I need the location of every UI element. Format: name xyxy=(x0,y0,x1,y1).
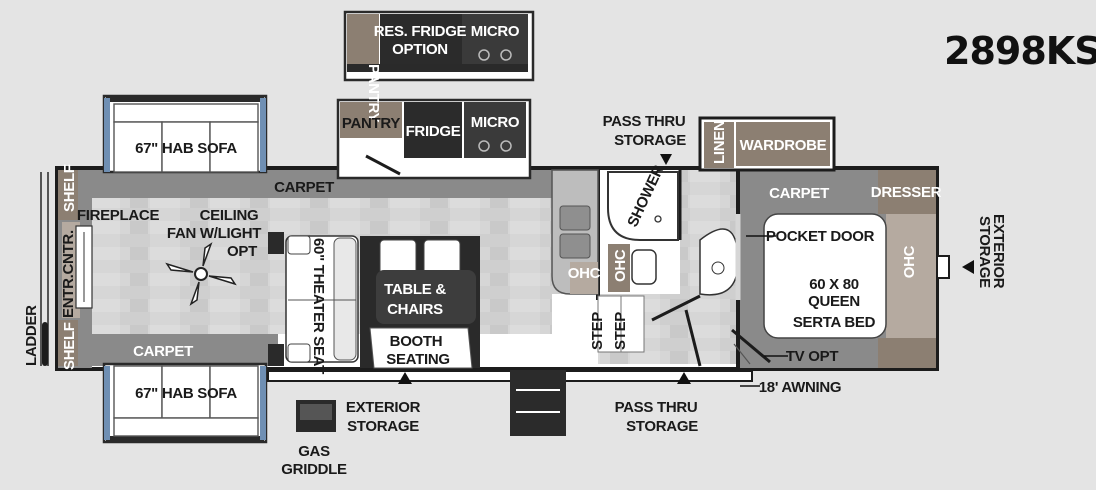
res-fridge-option-label: OPTION xyxy=(392,41,448,58)
step-label-1: STEP xyxy=(589,312,606,350)
gas-griddle-label-1: GAS xyxy=(298,443,330,460)
entr-cntr-label: ENTR.CNTR. xyxy=(60,230,77,318)
theater-seat xyxy=(268,232,359,366)
sofa-top-label: 67" HAB SOFA xyxy=(135,140,237,157)
model-number: 2898KS xyxy=(944,29,1096,73)
ceiling-fan-label-1: CEILING xyxy=(200,207,259,224)
carpet-bed-label: CARPET xyxy=(769,185,829,202)
shelf-bottom-label: SHELF xyxy=(61,322,78,370)
booth-label-2: SEATING xyxy=(386,351,449,368)
sofa-slide-bottom xyxy=(102,362,268,444)
sofa-bottom-label: 67" HAB SOFA xyxy=(135,385,237,402)
gas-griddle xyxy=(296,400,336,432)
dresser-label: DRESSER xyxy=(871,184,942,201)
ceiling-fan-label-3: OPT xyxy=(227,243,257,260)
pass-thru-top-label-2: STORAGE xyxy=(614,132,686,149)
bed-label-3: SERTA BED xyxy=(793,314,876,331)
booth-label-1: BOOTH xyxy=(390,333,443,350)
pass-thru-bottom-label-1: PASS THRU xyxy=(615,399,698,416)
pantry-top-label: PANTRY xyxy=(365,64,382,122)
arrow-icon xyxy=(962,260,974,274)
exterior-storage-right-label-1: EXTERIOR xyxy=(990,214,1007,289)
shelf-top-label: SHELF xyxy=(61,164,78,212)
wardrobe-bump xyxy=(698,116,836,172)
bed-label-1: 60 X 80 xyxy=(809,276,859,293)
exterior-storage-right-label-2: STORAGE xyxy=(976,216,993,288)
sofa-slide-top xyxy=(102,94,268,174)
arrow-icon xyxy=(677,372,691,384)
exterior-storage-label-2: STORAGE xyxy=(347,418,419,435)
carpet-lower-label: CARPET xyxy=(133,343,193,360)
pantry-label: PANTRY xyxy=(342,115,400,132)
tv-opt-label: TV OPT xyxy=(786,348,839,365)
ladder-label: LADDER xyxy=(23,305,40,366)
dinette xyxy=(360,236,480,369)
table-label-2: CHAIRS xyxy=(387,301,443,318)
ohc-bed-label: OHC xyxy=(901,245,918,278)
micro-top-label: MICRO xyxy=(471,23,520,40)
pass-thru-bottom-label-2: STORAGE xyxy=(626,418,698,435)
ceiling-fan-label-2: FAN W/LIGHT xyxy=(167,225,261,242)
pocket-door-label: POCKET DOOR xyxy=(766,228,875,245)
table-label-1: TABLE & xyxy=(384,281,446,298)
linen-label: LINEN xyxy=(711,120,728,164)
step-label-2: STEP xyxy=(612,312,629,350)
pass-thru-top-label-1: PASS THRU xyxy=(603,113,686,130)
fridge-label: FRIDGE xyxy=(406,123,461,140)
arrow-icon xyxy=(660,154,672,165)
awning-label: 18' AWNING xyxy=(759,379,842,396)
micro-label: MICRO xyxy=(471,114,520,131)
kitchen-slide xyxy=(336,98,532,180)
wardrobe-label: WARDROBE xyxy=(740,137,827,154)
ceiling-fan-icon xyxy=(165,242,237,306)
exterior-storage-label-1: EXTERIOR xyxy=(346,399,421,416)
ohc-bath-label: OHC xyxy=(612,249,629,282)
awning xyxy=(267,370,753,436)
res-fridge-label: RES. FRIDGE xyxy=(374,23,467,40)
res-fridge-option-detail xyxy=(343,10,535,82)
fireplace xyxy=(75,225,93,309)
ladder xyxy=(40,172,49,366)
ohc-kitchen-label: OHC xyxy=(568,265,601,282)
theater-seat-label: 60" THEATER SEAT xyxy=(310,238,327,374)
arrow-icon xyxy=(398,372,412,384)
carpet-living-label: CARPET xyxy=(274,179,334,196)
gas-griddle-label-2: GRIDDLE xyxy=(281,461,347,478)
bed-label-2: QUEEN xyxy=(808,293,860,310)
fireplace-label: FIREPLACE xyxy=(77,207,160,224)
